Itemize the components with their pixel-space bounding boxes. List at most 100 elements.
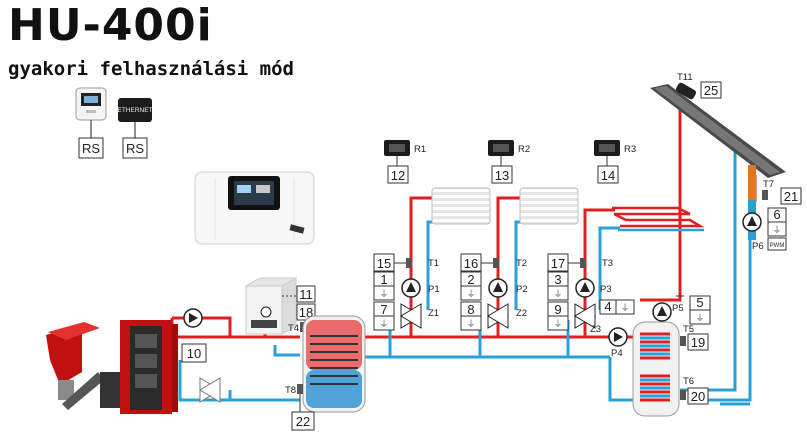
num-14: 14 bbox=[601, 168, 615, 183]
rs-label-panel: RS bbox=[82, 141, 100, 156]
room-regulator-1 bbox=[384, 140, 410, 156]
dhw-tank bbox=[632, 321, 680, 417]
sensor-T6-mark bbox=[680, 390, 686, 400]
rs-box-panel bbox=[78, 137, 104, 159]
num-25: 25 bbox=[704, 83, 718, 98]
label-T1: T1 bbox=[428, 258, 439, 269]
num-1: 1 bbox=[380, 272, 387, 287]
valve-Z1 bbox=[400, 303, 422, 329]
label-P3: P3 bbox=[600, 284, 612, 295]
sensor-box-19 bbox=[687, 333, 709, 351]
room-regulator-2 bbox=[488, 140, 514, 156]
rs-box-ethernet bbox=[122, 137, 148, 159]
label-Z1: Z1 bbox=[428, 308, 439, 319]
num-15: 15 bbox=[377, 256, 391, 271]
svg-text:⏚: ⏚ bbox=[553, 289, 562, 300]
svg-text:⏚: ⏚ bbox=[379, 289, 388, 300]
sensor-box-11 bbox=[296, 285, 316, 303]
pump-P5 bbox=[652, 302, 672, 322]
label-T7: T7 bbox=[763, 179, 774, 190]
solar-station-pipe bbox=[748, 165, 756, 205]
pump-P4 bbox=[608, 327, 628, 347]
sensor-box-22 bbox=[291, 411, 315, 431]
ethernet-module: ETHERNET bbox=[117, 98, 153, 122]
room-regulator-3 bbox=[594, 140, 620, 156]
solar-collector bbox=[650, 82, 786, 178]
label-Z2: Z2 bbox=[516, 308, 527, 319]
num-19: 19 bbox=[691, 335, 705, 350]
num-6: 6 bbox=[773, 207, 780, 222]
label-P5: P5 bbox=[672, 303, 684, 314]
valve-Z2 bbox=[487, 303, 509, 329]
num-2: 2 bbox=[467, 272, 474, 287]
pump-P3 bbox=[575, 278, 595, 298]
sensor-box-25 bbox=[700, 81, 722, 99]
num-9: 9 bbox=[554, 302, 561, 317]
diagram-title: HU-400i bbox=[8, 0, 213, 51]
num-13: 13 bbox=[495, 168, 509, 183]
svg-text:⏚: ⏚ bbox=[466, 319, 475, 330]
svg-text:⏚: ⏚ bbox=[379, 319, 388, 330]
pwm-box bbox=[767, 237, 787, 251]
svg-text:⏚: ⏚ bbox=[695, 313, 704, 324]
pump-P6 bbox=[742, 212, 762, 232]
sensor-T7-mark bbox=[762, 190, 768, 200]
label-P2: P2 bbox=[516, 284, 528, 295]
sensor-box-12 bbox=[387, 165, 409, 184]
pump-P2 bbox=[488, 278, 508, 298]
sensor-T1-mark bbox=[406, 258, 412, 268]
radiator-1 bbox=[431, 187, 491, 225]
sensor-T5-mark bbox=[680, 336, 686, 346]
num-22: 22 bbox=[296, 414, 310, 429]
ethernet-module-text: ETHERNET bbox=[117, 107, 152, 114]
label-T3: T3 bbox=[602, 258, 613, 269]
svg-text:⏚: ⏚ bbox=[620, 303, 629, 314]
buffer-tank bbox=[302, 315, 366, 413]
num-8: 8 bbox=[467, 302, 474, 317]
radiator-2 bbox=[519, 187, 579, 225]
sensor-box-21 bbox=[780, 187, 802, 205]
num-18: 18 bbox=[299, 305, 313, 320]
label-R2: R2 bbox=[518, 144, 530, 155]
svg-text:⏚: ⏚ bbox=[772, 225, 781, 236]
num-7: 7 bbox=[380, 302, 387, 317]
label-P4: P4 bbox=[611, 348, 623, 359]
num-4: 4 bbox=[604, 299, 611, 314]
num-11: 11 bbox=[299, 287, 313, 302]
sensor-T3-mark bbox=[580, 258, 586, 268]
boiler-valve bbox=[199, 377, 221, 403]
label-T11: T11 bbox=[677, 72, 693, 83]
pwm-label: PWM bbox=[770, 243, 785, 249]
solid-fuel-boiler bbox=[46, 320, 178, 414]
sensor-box-10 bbox=[181, 343, 207, 363]
sensor-T2-mark bbox=[493, 258, 499, 268]
sensor-box-13 bbox=[491, 165, 513, 184]
num-5: 5 bbox=[696, 295, 703, 310]
num-16: 16 bbox=[464, 256, 478, 271]
sensor-box-20 bbox=[687, 387, 709, 405]
label-T6: T6 bbox=[683, 376, 694, 387]
boiler-pump bbox=[183, 308, 203, 328]
num-3: 3 bbox=[554, 272, 561, 287]
pump-P1 bbox=[401, 278, 421, 298]
valve-Z3 bbox=[574, 303, 596, 329]
sensor-T8-mark bbox=[297, 384, 303, 394]
label-T8: T8 bbox=[285, 385, 296, 396]
label-T2: T2 bbox=[516, 258, 527, 269]
num-12: 12 bbox=[391, 168, 405, 183]
room-panel-device bbox=[75, 87, 107, 121]
floor-heating-coil bbox=[612, 206, 705, 232]
num-21: 21 bbox=[784, 189, 798, 204]
label-T5: T5 bbox=[683, 324, 694, 335]
svg-text:⏚: ⏚ bbox=[466, 289, 475, 300]
sensor-box-14 bbox=[597, 165, 619, 184]
num-20: 20 bbox=[691, 389, 705, 404]
num-10: 10 bbox=[187, 346, 201, 361]
wall-gas-boiler bbox=[244, 277, 298, 335]
label-R3: R3 bbox=[624, 144, 636, 155]
label-T4: T4 bbox=[288, 323, 299, 334]
label-Z3: Z3 bbox=[590, 324, 601, 335]
label-R1: R1 bbox=[414, 144, 426, 155]
diagram-subtitle: gyakori felhasználási mód bbox=[8, 58, 294, 80]
